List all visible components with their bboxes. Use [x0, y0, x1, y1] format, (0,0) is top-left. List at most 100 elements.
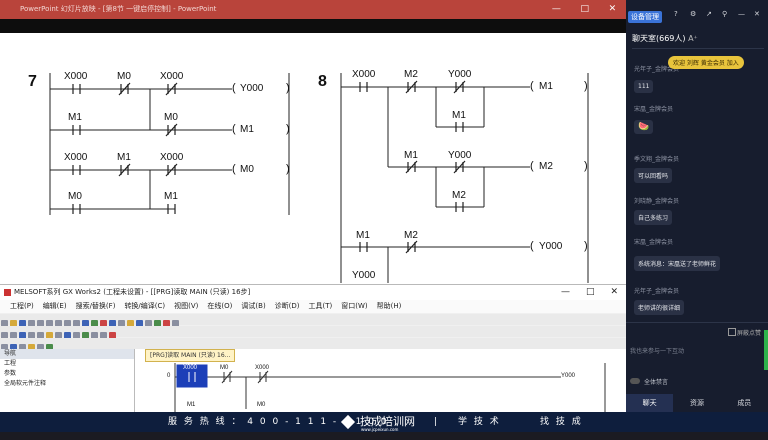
write-plc-icon[interactable]: [100, 320, 107, 327]
maximize-button[interactable]: □: [580, 4, 589, 14]
tab-chat[interactable]: 聊天: [626, 394, 674, 412]
new-icon[interactable]: [1, 320, 8, 327]
menu-edit[interactable]: 编辑(E): [42, 302, 67, 310]
chat-divider: [632, 48, 764, 49]
monitor-icon[interactable]: [118, 320, 125, 327]
contact-b-icon[interactable]: [10, 332, 17, 339]
editor-ladder-lines: [174, 363, 606, 413]
coil-icon[interactable]: [19, 332, 26, 339]
navigation-panel: 导航 工程 参数 全局软元件注释: [0, 349, 135, 413]
watch-icon[interactable]: [37, 344, 44, 351]
ladder-editor[interactable]: [PRG]读取 MAIN (只读) 16... 0 X000 M0 X000 Y…: [135, 349, 626, 413]
divider: |: [434, 417, 440, 427]
cut-icon[interactable]: [37, 320, 44, 327]
block-like-checkbox[interactable]: [728, 328, 736, 336]
parameter-icon[interactable]: [28, 344, 35, 351]
minimize-button[interactable]: —: [560, 287, 570, 297]
ladder-contact-label[interactable]: X000: [255, 365, 270, 371]
gx-menubar: 工程(P) 编辑(E) 搜索/替换(F) 转换/编译(C) 视图(V) 在线(O…: [0, 300, 626, 313]
falling-edge-icon[interactable]: [100, 332, 107, 339]
read-plc-icon[interactable]: [109, 320, 116, 327]
delete-icon[interactable]: [109, 332, 116, 339]
zoom-icon[interactable]: [64, 332, 71, 339]
rising-edge-icon[interactable]: [91, 332, 98, 339]
mute-all-toggle[interactable]: [630, 378, 640, 384]
slide: ( ) ( ) ( ) ( ) ( ) ( ) 7 X000 M0 X000 Y…: [0, 33, 626, 285]
contact-a-icon[interactable]: [1, 332, 8, 339]
find-icon[interactable]: [82, 320, 89, 327]
project-icon[interactable]: [10, 344, 17, 351]
help-icon[interactable]: ?: [674, 10, 678, 18]
copy-icon[interactable]: [46, 320, 53, 327]
contact-label: Y000: [352, 270, 376, 281]
close-button[interactable]: ✕: [610, 287, 618, 297]
menu-convert[interactable]: 转换/编译(C): [124, 302, 166, 310]
ladder-contact-label[interactable]: M0: [257, 402, 266, 408]
comment-icon[interactable]: [55, 332, 62, 339]
menu-diagnostics[interactable]: 诊断(D): [274, 302, 300, 310]
menu-tools[interactable]: 工具(T): [308, 302, 333, 310]
ladder-contact-label[interactable]: M0: [220, 365, 229, 371]
settings-icon[interactable]: ⚙: [690, 10, 697, 18]
print-icon[interactable]: [28, 320, 35, 327]
menu-project[interactable]: 工程(P): [10, 302, 34, 310]
menu-debug[interactable]: 调试(B): [241, 302, 266, 310]
tab-main-program[interactable]: [PRG]读取 MAIN (只读) 16...: [145, 349, 236, 362]
grid-icon[interactable]: [73, 332, 80, 339]
device-manage-button[interactable]: 设备管理: [628, 11, 662, 23]
ladder-contact-label[interactable]: X000: [183, 365, 198, 371]
ladder-coil-label[interactable]: Y000: [561, 373, 576, 379]
minimize-button[interactable]: —: [551, 4, 561, 14]
slideshow-top-bar: [0, 19, 626, 33]
simulate-icon[interactable]: [136, 320, 143, 327]
line-icon[interactable]: [28, 332, 35, 339]
device-icon[interactable]: [127, 320, 134, 327]
open-icon[interactable]: [10, 320, 17, 327]
contact-label: M0: [68, 191, 82, 202]
app-icon: [4, 289, 11, 296]
undo-icon[interactable]: [64, 320, 71, 327]
contact-label: X000: [160, 71, 184, 82]
paste-icon[interactable]: [55, 320, 62, 327]
stop-icon[interactable]: [163, 320, 170, 327]
close-icon[interactable]: ✕: [754, 10, 760, 18]
maximize-button[interactable]: □: [585, 287, 595, 297]
coil-close: ): [584, 160, 588, 172]
instruction-icon[interactable]: [46, 332, 53, 339]
option-icon[interactable]: [172, 320, 179, 327]
nav-title: 导航: [0, 349, 134, 359]
save-icon[interactable]: [19, 320, 26, 327]
minimize-icon[interactable]: —: [738, 10, 745, 18]
share-icon[interactable]: ↗: [706, 10, 712, 18]
ppt-window-title: PowerPoint 幻灯片放映 - [第8节 一键启停控制] - PowerP…: [20, 5, 217, 13]
menu-window[interactable]: 窗口(W): [341, 302, 368, 310]
run-icon[interactable]: [154, 320, 161, 327]
chat-message: 可以回看吗: [634, 168, 673, 183]
tab-resources[interactable]: 资源: [689, 399, 704, 407]
close-button[interactable]: ✕: [608, 4, 617, 14]
scrollbar-indicator[interactable]: [764, 330, 768, 370]
gx-window-controls: — □ ✕: [561, 285, 618, 300]
font-size-button[interactable]: A⁺: [688, 34, 698, 43]
tool-icon[interactable]: [145, 320, 152, 327]
nav-icon[interactable]: [1, 344, 8, 351]
menu-view[interactable]: 视图(V): [174, 302, 199, 310]
vline-icon[interactable]: [37, 332, 44, 339]
redo-icon[interactable]: [73, 320, 80, 327]
label-icon[interactable]: [19, 344, 26, 351]
nav-item-parameter[interactable]: 参数: [4, 370, 17, 377]
tab-members[interactable]: 成员: [737, 399, 752, 407]
compile-icon[interactable]: [91, 320, 98, 327]
ladder-lines: [49, 73, 589, 283]
check-icon[interactable]: [82, 332, 89, 339]
list-icon[interactable]: [46, 344, 53, 351]
ladder-contact-label[interactable]: M1: [187, 402, 196, 408]
chat-input[interactable]: 我也来参与一下互动: [630, 348, 685, 355]
coil-label: M1: [539, 81, 553, 92]
pin-icon[interactable]: ⚲: [722, 10, 728, 18]
menu-help[interactable]: 帮助(H): [376, 302, 402, 310]
chat-username: 光年子_金牌会员: [634, 66, 680, 73]
menu-find-replace[interactable]: 搜索/替换(F): [75, 302, 116, 310]
menu-online[interactable]: 在线(O): [207, 302, 233, 310]
nav-item-global-comment[interactable]: 全局软元件注释: [4, 380, 47, 387]
